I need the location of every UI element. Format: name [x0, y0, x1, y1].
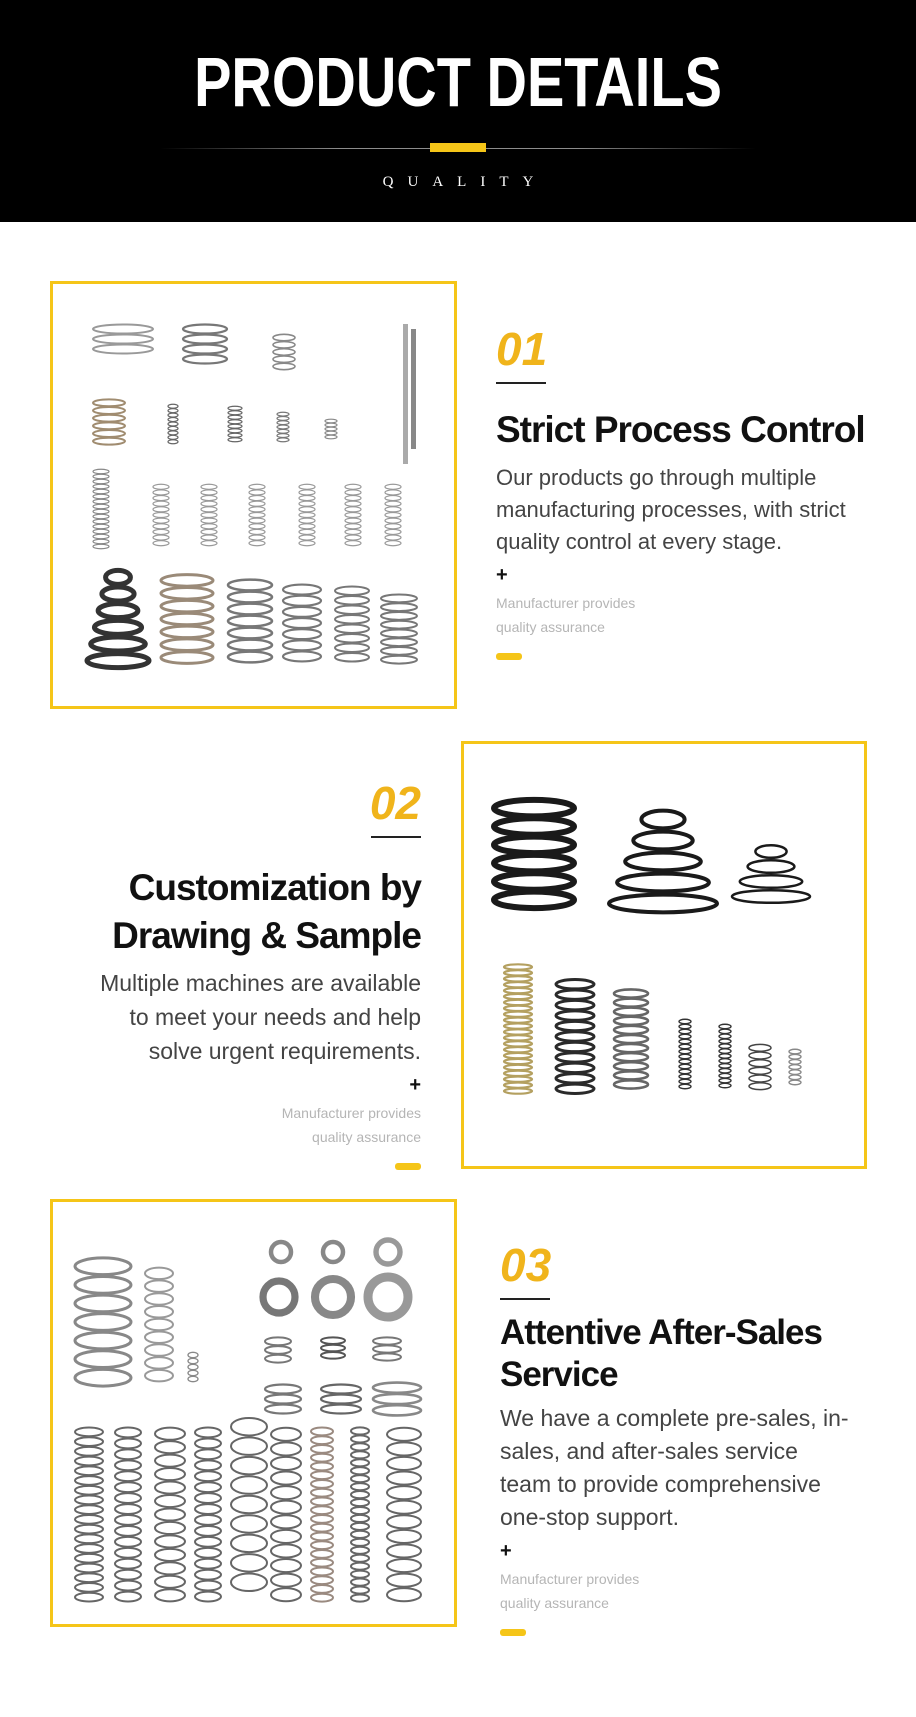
springs-and-washers-image	[73, 1237, 423, 1603]
feature-description: Our products go through multiple manufac…	[496, 465, 846, 554]
spring-illustration	[194, 1426, 222, 1603]
conical-spring-illustration	[730, 843, 812, 905]
spring-illustration	[159, 573, 215, 665]
conical-spring-illustration	[607, 808, 719, 915]
spring-illustration	[248, 483, 266, 547]
spring-illustration	[310, 1426, 334, 1603]
spring-illustration	[678, 1018, 692, 1090]
spring-illustration	[114, 1426, 142, 1603]
spring-illustration	[324, 418, 338, 440]
spring-illustration	[320, 1336, 346, 1360]
number-underline	[500, 1298, 550, 1300]
spring-washer-illustration	[310, 1274, 356, 1320]
accent-bar	[395, 1163, 421, 1170]
feature-number: 02	[369, 777, 421, 829]
feature-heading-line: Customization by	[128, 867, 422, 908]
spring-illustration	[263, 1383, 303, 1415]
feature-number: 01	[496, 323, 548, 375]
spring-illustration	[718, 1023, 732, 1089]
feature-description: Multiple machines are available to meet …	[100, 970, 421, 1064]
feature-block-3: 03 Attentive After-Sales Service We have…	[500, 1242, 880, 1636]
feature-number: 03	[500, 1239, 552, 1291]
spring-illustration	[200, 483, 218, 547]
spring-illustration	[748, 1043, 772, 1091]
feature-heading: Attentive After-Sales Service	[500, 1312, 880, 1396]
feature-description: We have a complete pre-sales, in-sales, …	[500, 1405, 849, 1530]
spring-illustration	[227, 405, 243, 443]
number-underline	[371, 836, 421, 838]
spring-illustration	[788, 1048, 802, 1086]
spring-illustration	[92, 323, 154, 355]
conical-spring-illustration	[84, 567, 152, 671]
page-title: PRODUCT DETAILS	[194, 43, 722, 121]
spring-illustration	[319, 1383, 363, 1415]
accent-bar	[500, 1629, 526, 1636]
rod-illustration	[411, 329, 416, 449]
spring-illustration	[152, 483, 170, 547]
spring-washer-illustration	[363, 1272, 413, 1322]
feature-block-2: 02 Customization by Drawing & Sample Mul…	[40, 777, 422, 1170]
note-line: Manufacturer provides	[500, 1571, 640, 1587]
spring-illustration	[74, 1426, 104, 1603]
spring-illustration	[167, 403, 179, 445]
note-line: Manufacturer provides	[281, 1105, 421, 1121]
product-image-frame-2	[461, 741, 867, 1169]
spring-washer-illustration	[373, 1237, 403, 1267]
plus-icon: +	[500, 1540, 512, 1562]
spring-illustration	[272, 333, 296, 371]
accent-bar	[496, 653, 522, 660]
page-subtitle: QUALITY	[382, 174, 548, 190]
plus-icon: +	[409, 1074, 421, 1096]
spring-illustration	[154, 1426, 186, 1603]
spring-illustration	[230, 1416, 268, 1593]
spring-illustration	[502, 963, 534, 1095]
feature-heading: Strict Process Control	[496, 409, 866, 450]
spring-illustration	[270, 1426, 302, 1603]
spring-illustration	[276, 411, 290, 443]
number-underline	[496, 382, 546, 384]
spring-illustration	[491, 796, 577, 912]
spring-illustration	[344, 483, 362, 547]
spring-washer-illustration	[259, 1277, 299, 1317]
black-springs-image	[491, 796, 812, 1095]
spring-illustration	[298, 483, 316, 547]
rod-illustration	[403, 324, 408, 464]
spring-illustration	[181, 323, 229, 365]
assorted-springs-image	[84, 323, 418, 671]
spring-illustration	[187, 1351, 199, 1383]
note-line: quality assurance	[312, 1129, 421, 1145]
feature-heading: Customization by Drawing & Sample	[40, 864, 422, 960]
page-header: PRODUCT DETAILS QUALITY	[0, 0, 916, 222]
product-image-frame-3	[50, 1199, 457, 1627]
spring-illustration	[386, 1426, 422, 1603]
plus-icon: +	[496, 564, 508, 586]
spring-illustration	[612, 988, 650, 1090]
header-accent-bar	[430, 143, 486, 152]
feature-heading-line: Drawing & Sample	[112, 915, 422, 956]
note-line: Manufacturer provides	[496, 595, 636, 611]
spring-illustration	[380, 593, 418, 665]
spring-washer-illustration	[320, 1239, 346, 1265]
spring-illustration	[371, 1381, 423, 1417]
spring-washer-illustration	[268, 1239, 294, 1265]
spring-illustration	[281, 583, 323, 663]
note-line: quality assurance	[496, 619, 605, 635]
spring-illustration	[372, 1336, 402, 1362]
feature-block-1: 01 Strict Process Control Our products g…	[496, 326, 876, 660]
feature-heading-line: Service	[500, 1355, 619, 1394]
spring-illustration	[384, 483, 402, 547]
spring-illustration	[226, 578, 274, 664]
spring-illustration	[334, 585, 370, 663]
spring-illustration	[350, 1426, 370, 1603]
spring-illustration	[73, 1256, 133, 1388]
spring-illustration	[92, 398, 126, 446]
spring-illustration	[264, 1336, 292, 1364]
spring-illustration	[554, 978, 596, 1095]
feature-heading-line: Attentive After-Sales	[500, 1313, 823, 1352]
note-line: quality assurance	[500, 1595, 609, 1611]
spring-illustration	[144, 1266, 174, 1383]
spring-illustration	[92, 468, 110, 550]
product-image-frame-1	[50, 281, 457, 709]
